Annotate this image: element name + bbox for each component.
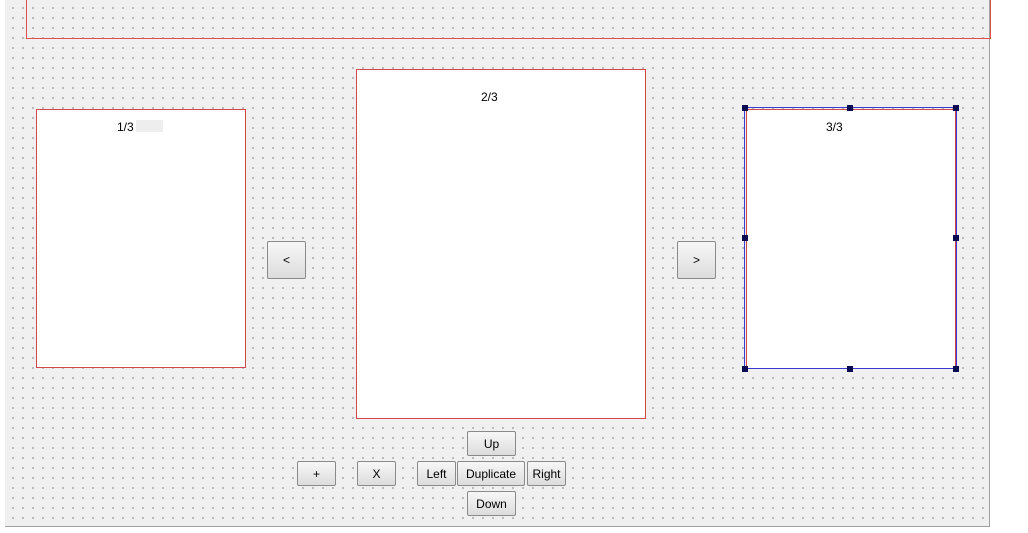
- resize-handle-top-left[interactable]: [742, 105, 748, 111]
- move-right-button[interactable]: Right: [527, 461, 566, 486]
- label-highlight: [136, 120, 163, 132]
- move-down-button[interactable]: Down: [467, 491, 516, 516]
- resize-handle-top-right[interactable]: [953, 105, 959, 111]
- move-up-button[interactable]: Up: [467, 431, 516, 456]
- page-panel-left[interactable]: 1/3: [36, 109, 246, 368]
- resize-handle-left[interactable]: [742, 235, 748, 241]
- page-panel-center[interactable]: 2/3: [356, 69, 646, 419]
- page-indicator-left: 1/3: [117, 120, 134, 134]
- remove-page-button[interactable]: X: [357, 461, 396, 486]
- duplicate-button[interactable]: Duplicate: [457, 461, 525, 486]
- add-page-button[interactable]: +: [297, 461, 336, 486]
- resize-handle-bottom[interactable]: [847, 366, 853, 372]
- resize-handle-bottom-left[interactable]: [742, 366, 748, 372]
- page-indicator-center: 2/3: [481, 90, 498, 104]
- previous-page-button[interactable]: <: [267, 241, 306, 279]
- page-indicator-right: 3/3: [826, 120, 843, 134]
- resize-handle-top[interactable]: [847, 105, 853, 111]
- page-panel-right[interactable]: 3/3: [746, 109, 956, 369]
- top-frame: [26, 0, 991, 39]
- next-page-button[interactable]: >: [677, 241, 716, 279]
- resize-handle-bottom-right[interactable]: [953, 366, 959, 372]
- move-left-button[interactable]: Left: [417, 461, 456, 486]
- resize-handle-right[interactable]: [953, 235, 959, 241]
